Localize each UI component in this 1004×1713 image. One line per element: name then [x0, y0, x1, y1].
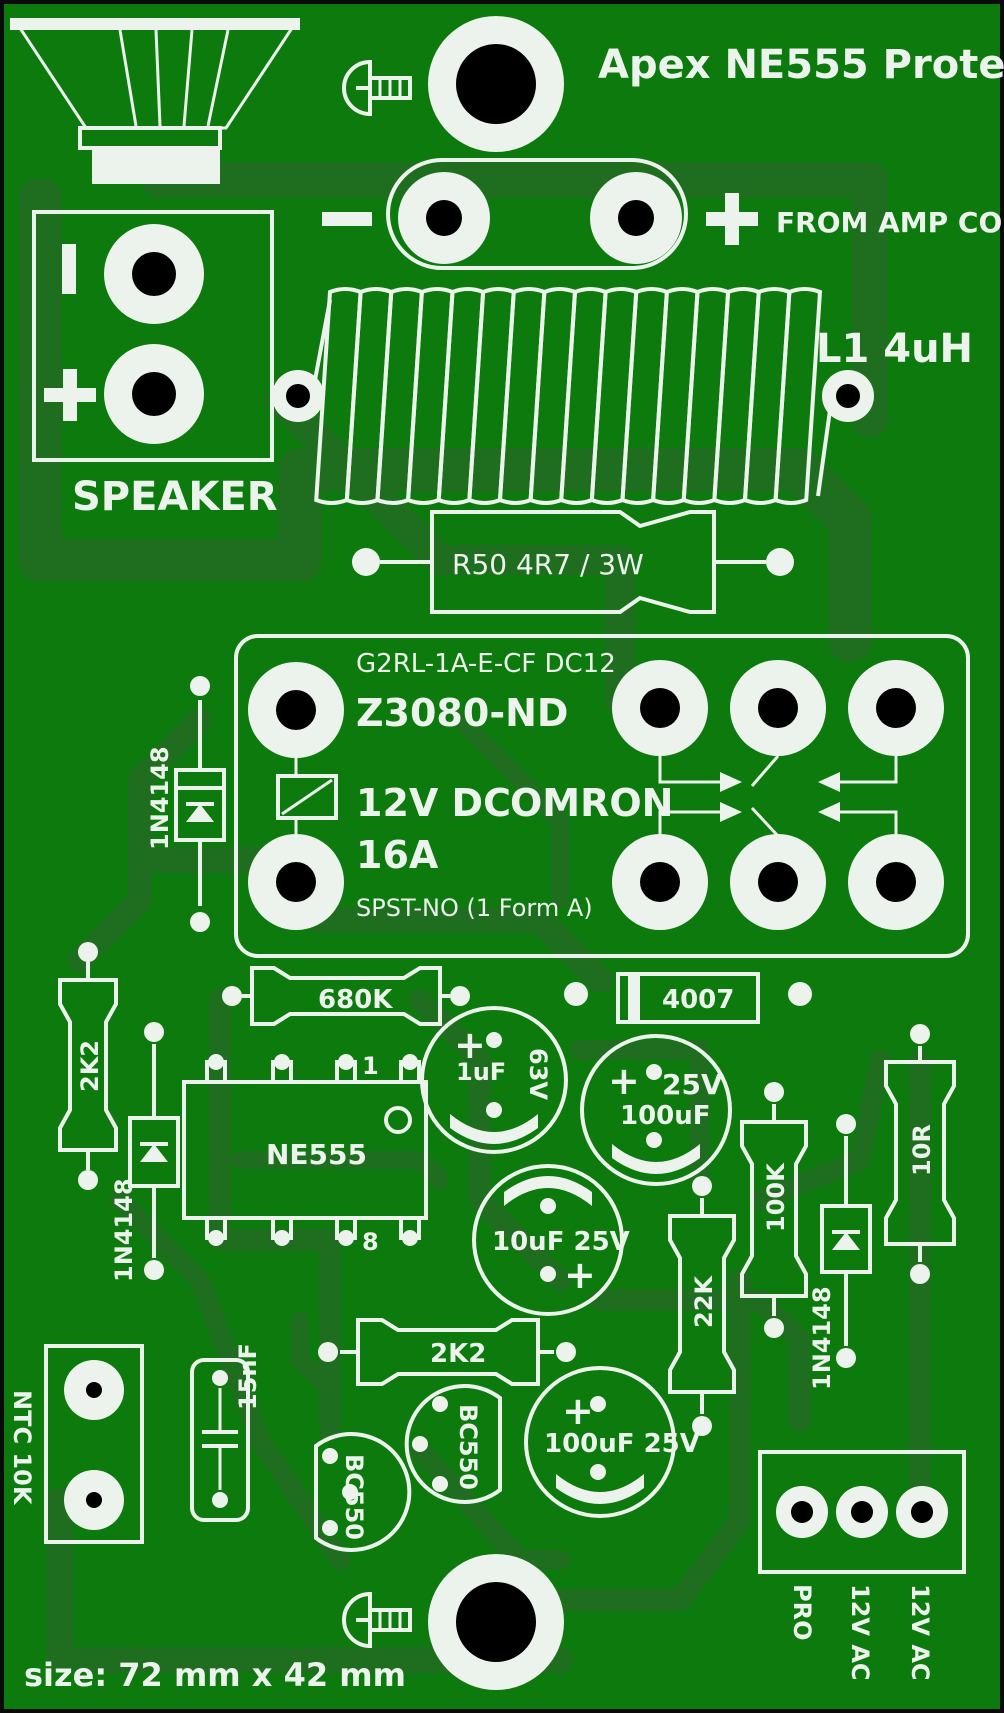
ic-pin8-label: 8 — [362, 1228, 379, 1256]
diode-left-label: 1N4148 — [110, 1178, 138, 1282]
power-connector — [758, 1450, 966, 1574]
d4007-label: 4007 — [662, 985, 734, 1015]
resistor-10r — [884, 1024, 956, 1284]
ic-pin-pad — [274, 1054, 290, 1070]
c100uf-top-label: 100uF — [620, 1101, 711, 1131]
r680k-label: 680K — [318, 985, 393, 1015]
screw-icon-bottom — [342, 1591, 412, 1649]
q2-label: BC550 — [454, 1404, 482, 1490]
relay-part-label: G2RL-1A-E-CF DC12 — [356, 649, 616, 679]
speaker-connector — [32, 210, 274, 462]
relay-digikey-label: Z3080-ND — [356, 691, 568, 735]
ic-pin-pad — [274, 1230, 290, 1246]
c10uf-label: 10uF 25V — [492, 1227, 630, 1257]
ic-pin-pad — [338, 1054, 354, 1070]
diode-top-left — [174, 676, 226, 932]
r100k-label: 100K — [762, 1162, 790, 1232]
q1-label: BC550 — [340, 1454, 368, 1540]
inductor-lead — [816, 395, 834, 497]
diode-top-left-label: 1N4148 — [146, 746, 174, 850]
speaker-label: SPEAKER — [72, 474, 278, 520]
capacitor-15nf — [190, 1358, 250, 1522]
c15nf-label: 15nF — [234, 1343, 262, 1410]
resistor-680k — [222, 966, 470, 1026]
ic-pin-pad — [208, 1054, 224, 1070]
resistor-100k — [740, 1082, 808, 1338]
c100uf-bot-label: 100uF 25V — [544, 1429, 700, 1459]
relay-current-label: 16A — [356, 833, 439, 877]
relay-omron — [234, 634, 970, 958]
r50-label: R50 4R7 / 3W — [452, 548, 644, 581]
capacitor-100uf-bottom — [524, 1366, 676, 1518]
c1uf-label: 1uF — [456, 1058, 506, 1086]
r10r-label: 10R — [908, 1124, 936, 1176]
capacitor-10uf — [472, 1164, 624, 1316]
c100uf-top-voltage: 25V — [662, 1068, 723, 1101]
inductor-l1 — [272, 287, 874, 505]
conn-pro-label: PRO — [788, 1584, 816, 1640]
resistor-r50 — [352, 510, 794, 614]
r2k2-mid-label: 2K2 — [430, 1339, 486, 1369]
ntc-thermistor — [44, 1344, 144, 1544]
c100uf-top-plus: + — [608, 1059, 640, 1103]
transistor-q1 — [314, 1432, 412, 1552]
relay-brand-label: OMRON — [510, 781, 674, 825]
conn-ac1-label: 12V AC — [846, 1584, 874, 1681]
screw-icon-top — [342, 59, 412, 117]
capacitor-1uf — [420, 1006, 568, 1154]
inductor-label: L1 4uH — [816, 326, 973, 372]
r22k-label: 22K — [690, 1275, 718, 1328]
r2k2-left-label: 2K2 — [76, 1040, 104, 1092]
capacitor-100uf-top — [580, 1034, 732, 1186]
mount-hole-top — [428, 16, 564, 152]
amp-plus-sign — [706, 193, 758, 245]
from-amp-label: FROM AMP CONN — [776, 206, 1004, 239]
ic-pin-pad — [338, 1230, 354, 1246]
amp-minus-sign — [322, 212, 372, 226]
c100uf-bot-plus: + — [562, 1389, 594, 1433]
c1uf-plus: + — [454, 1023, 486, 1067]
diode-right — [820, 1114, 872, 1368]
ic-label: NE555 — [266, 1138, 367, 1171]
size-note: size: 72 mm x 42 mm — [24, 1656, 406, 1694]
mount-hole-bottom — [428, 1554, 564, 1690]
ic-pin1-label: 1 — [362, 1052, 379, 1080]
speaker-icon — [10, 18, 300, 184]
board-title: Apex NE555 Protect — [598, 42, 1004, 88]
inductor-lead — [310, 299, 332, 397]
resistor-22k — [668, 1176, 736, 1436]
ic-ne555 — [182, 1054, 428, 1246]
diode-4007 — [564, 972, 812, 1024]
inductor-winding — [773, 287, 823, 505]
c10uf-plus: + — [564, 1253, 596, 1297]
relay-voltage-label: 12V DC — [356, 781, 511, 825]
amp-input-connector — [386, 158, 688, 270]
ic-pin-pad — [402, 1054, 418, 1070]
ic-pin-pad — [402, 1230, 418, 1246]
diode-right-label: 1N4148 — [808, 1286, 836, 1390]
ic-pin-pad — [208, 1230, 224, 1246]
transistor-q2 — [404, 1384, 502, 1504]
c1uf-voltage: 63V — [524, 1048, 552, 1100]
ntc-label: NTC 10K — [8, 1390, 36, 1506]
diode-left — [128, 1022, 180, 1280]
conn-ac2-label: 12V AC — [906, 1584, 934, 1681]
resistor-2k2-left — [58, 942, 118, 1190]
copper-traces — [18, 162, 931, 1673]
resistor-2k2-mid — [318, 1318, 576, 1386]
relay-type-label: SPST-NO (1 Form A) — [356, 894, 593, 922]
